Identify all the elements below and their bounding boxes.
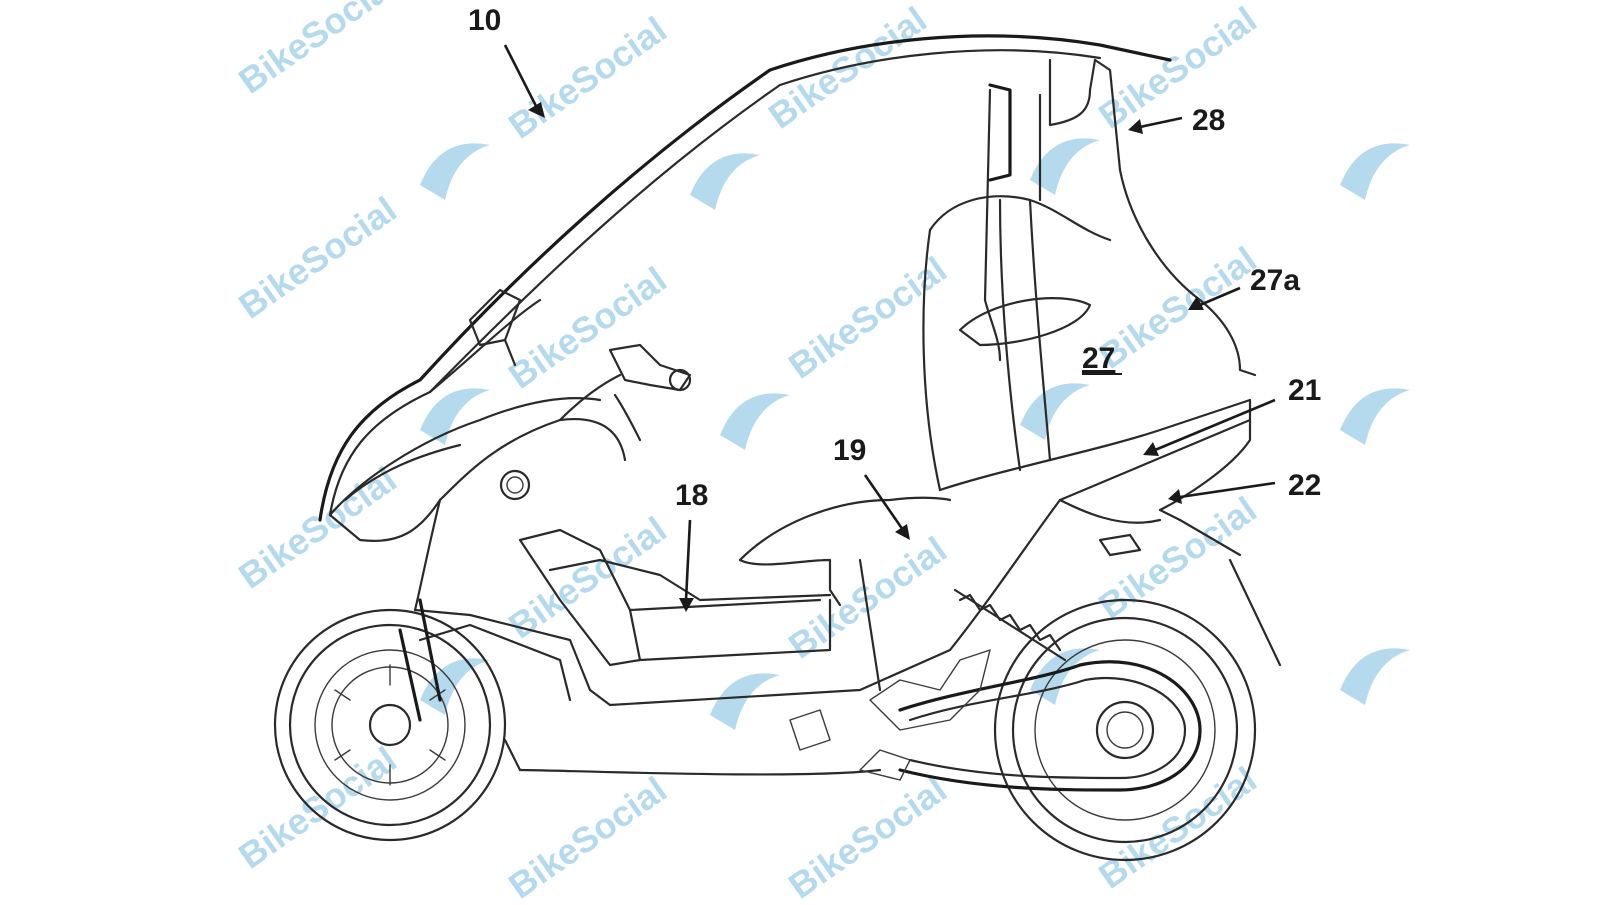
watermark-text: BikeSocial (1091, 489, 1264, 627)
watermark-logo-2: BikeSocial (501, 9, 674, 147)
watermark-text: BikeSocial (231, 459, 404, 597)
watermark-text: BikeSocial (231, 189, 404, 327)
watermark-logo-15: BikeSocial (781, 769, 954, 905)
suspension-spring (953, 588, 1067, 662)
drivetrain-details (789, 649, 991, 781)
ref-22: 22 (1288, 469, 1321, 502)
scooter-body (273, 34, 1282, 862)
watermark-text: BikeSocial (501, 9, 674, 147)
swoosh-icon (420, 388, 490, 445)
ref-10: 10 (468, 4, 501, 37)
swoosh-icon (1030, 138, 1100, 195)
emblem (499, 469, 531, 501)
watermark-logo-3: BikeSocial (761, 0, 934, 137)
ref-28: 28 (1192, 104, 1225, 137)
swoosh-icon (720, 393, 790, 450)
watermark-logo-1: BikeSocial (231, 0, 404, 102)
watermark-logo-5: BikeSocial (231, 189, 404, 327)
swoosh-icon (420, 143, 490, 200)
swoosh-icon (1340, 648, 1410, 705)
watermark-text: BikeSocial (501, 259, 674, 397)
watermark-logo-10: BikeSocial (501, 509, 674, 647)
ref-27: 27 (1082, 342, 1115, 375)
watermark-layer: BikeSocial BikeSocial BikeSocial BikeSoc… (231, 0, 1410, 905)
watermark-logo-4: BikeSocial (1091, 0, 1264, 137)
watermark-text: BikeSocial (1091, 759, 1264, 897)
watermark-text: BikeSocial (501, 509, 674, 647)
reference-numerals: 10 28 27a 27 21 22 19 18 (468, 4, 1321, 512)
swoosh-icon (690, 153, 760, 210)
watermark-text: BikeSocial (231, 0, 404, 102)
watermark-logo-14: BikeSocial (501, 769, 674, 905)
watermark-logo-16: BikeSocial (1091, 759, 1264, 897)
watermark-logo-6: BikeSocial (501, 259, 674, 397)
rear-wheel (993, 598, 1257, 862)
leader-arrows (503, 44, 1276, 612)
watermark-logo-9: BikeSocial (231, 459, 404, 597)
watermark-logo-11: BikeSocial (781, 529, 954, 667)
watermark-text: BikeSocial (231, 739, 404, 877)
swoosh-icon (1030, 648, 1100, 705)
swoosh-icon (1340, 143, 1410, 200)
front-fairing (328, 397, 627, 542)
ref-21: 21 (1288, 374, 1321, 407)
swoosh-icon (710, 673, 780, 730)
watermark-swoosh-icons (420, 138, 1410, 730)
swoosh-icon (1020, 383, 1090, 440)
watermark-logo-12: BikeSocial (1091, 489, 1264, 627)
front-wheel (273, 598, 507, 842)
drive-chain (898, 660, 1202, 792)
watermark-text: BikeSocial (781, 769, 954, 900)
watermark-logo-13: BikeSocial (231, 739, 404, 877)
watermark-text: BikeSocial (781, 529, 954, 667)
watermark-text: BikeSocial (501, 769, 674, 900)
watermark-text: BikeSocial (1091, 0, 1264, 137)
lower-body (413, 398, 1282, 776)
ref-27a: 27a (1250, 264, 1300, 297)
watermark-text: BikeSocial (761, 0, 934, 137)
swoosh-icon (1340, 388, 1410, 445)
watermark-text: BikeSocial (781, 249, 954, 387)
rear-body (922, 58, 1257, 492)
handlebar (558, 343, 692, 442)
seat-floor (518, 496, 952, 667)
ref-19: 19 (833, 434, 866, 467)
ref-18: 18 (675, 479, 708, 512)
roof-canopy (318, 34, 1172, 522)
watermark-logo-7: BikeSocial (781, 249, 954, 387)
